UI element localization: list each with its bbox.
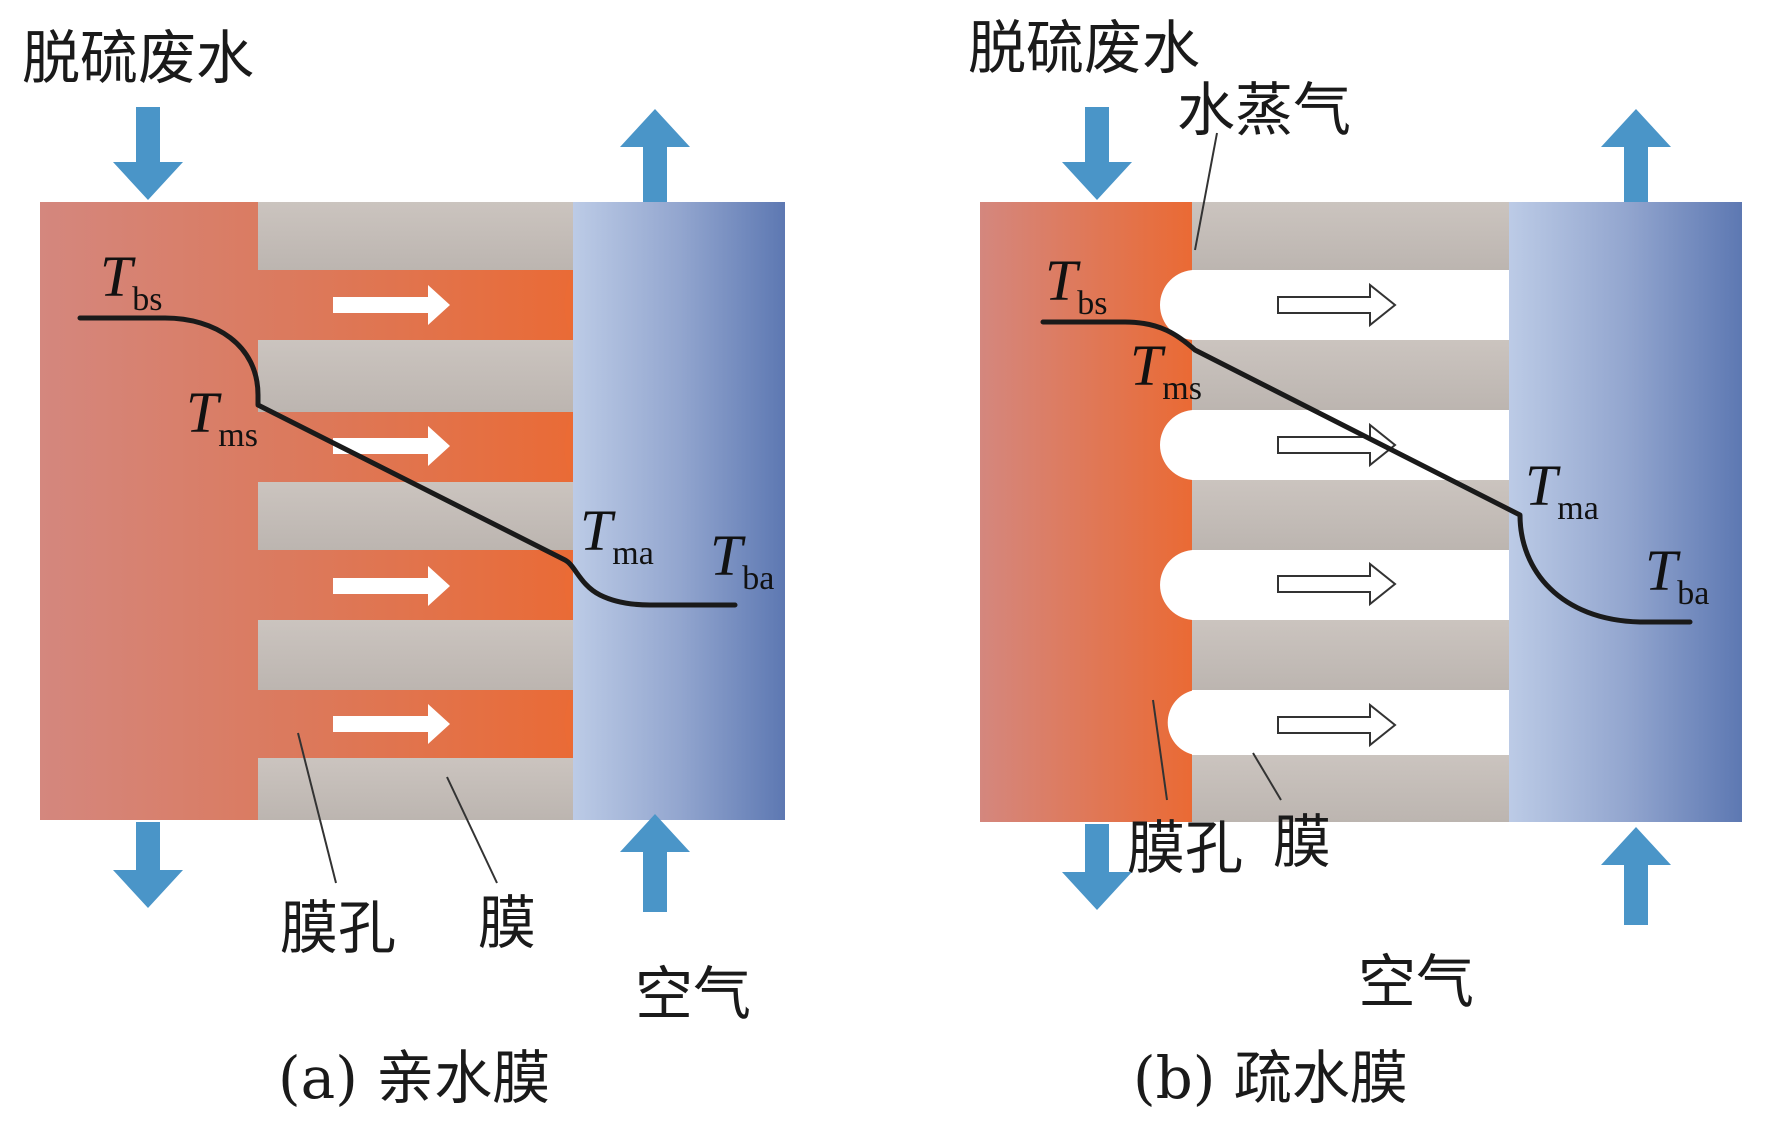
feed-in-arrow-icon <box>1062 107 1132 200</box>
hollow-right-arrow-icon <box>1277 282 1397 328</box>
air-label: 空气 <box>1358 948 1474 1016</box>
panel-b: 脱硫废水 水蒸气 膜孔 膜 空气 (b) 疏水膜 Tbs Tms Tma Tba <box>968 14 1742 1112</box>
feed-label: 脱硫废水 <box>22 24 254 92</box>
right-arrow-icon <box>333 704 450 744</box>
t-ma-label: Tma <box>580 498 654 572</box>
right-arrow-icon <box>333 285 450 325</box>
membrane-leader-line <box>446 776 498 884</box>
t-ms-label: Tms <box>186 380 258 454</box>
feed-in-arrow-icon <box>113 107 183 200</box>
hollow-right-arrow-icon <box>1277 702 1397 748</box>
membrane-label: 膜 <box>478 889 536 957</box>
t-ms-label: Tms <box>1130 333 1202 407</box>
right-arrow-icon <box>333 426 450 466</box>
pore-label: 膜孔 <box>1127 814 1243 882</box>
feed-label: 脱硫废水 <box>968 14 1200 82</box>
pore-leader-line <box>1152 699 1168 801</box>
membrane-leader-line <box>1252 752 1282 801</box>
membrane-bar <box>258 620 573 690</box>
feed-out-arrow-icon <box>1062 824 1132 910</box>
t-ba-label: Tba <box>1645 538 1709 612</box>
air-out-arrow-icon <box>620 109 690 202</box>
liquid-meniscus <box>564 270 573 758</box>
panel-caption: (b) 疏水膜 <box>1133 1044 1408 1112</box>
panel-caption: (a) 亲水膜 <box>278 1044 550 1112</box>
air-label: 空气 <box>635 960 751 1028</box>
membrane <box>1192 202 1509 822</box>
panel-a: 脱硫废水 膜孔 膜 空气 (a) 亲水膜 Tbs Tms Tma Tba <box>22 24 785 1112</box>
vapor-leader-line <box>1194 132 1218 251</box>
membrane-bar <box>1192 202 1509 270</box>
membrane-bar <box>1192 755 1509 822</box>
membrane-bar <box>1192 620 1509 690</box>
air-in-arrow-icon <box>620 814 690 912</box>
membrane <box>258 202 573 820</box>
temperature-profile-line <box>1040 319 1693 625</box>
pore-leader-line <box>297 732 337 884</box>
air-out-arrow-icon <box>1601 109 1671 202</box>
air-channel <box>573 202 785 820</box>
air-in-arrow-icon <box>1601 827 1671 925</box>
vapor-label: 水蒸气 <box>1177 76 1351 144</box>
hollow-right-arrow-icon <box>1277 422 1397 468</box>
hollow-right-arrow-icon <box>1277 561 1397 607</box>
pore-label: 膜孔 <box>280 894 396 962</box>
feed-out-arrow-icon <box>113 822 183 908</box>
feed-channel <box>980 202 1192 822</box>
temperature-profile-line <box>77 315 738 608</box>
membrane-label: 膜 <box>1273 808 1331 876</box>
membrane-bar <box>258 340 573 412</box>
membrane-bar <box>258 758 573 820</box>
t-bs-label: Tbs <box>100 244 163 318</box>
right-arrow-icon <box>333 566 450 606</box>
vapor-interface <box>1160 270 1195 755</box>
t-bs-label: Tbs <box>1045 248 1108 322</box>
membrane-bar <box>1192 480 1509 550</box>
liquid-flow-arrows <box>333 285 450 744</box>
vapor-flow-arrows <box>1277 282 1397 748</box>
t-ma-label: Tma <box>1525 453 1599 527</box>
membrane-bar <box>258 202 573 270</box>
t-ba-label: Tba <box>710 523 774 597</box>
air-channel <box>1509 202 1742 822</box>
